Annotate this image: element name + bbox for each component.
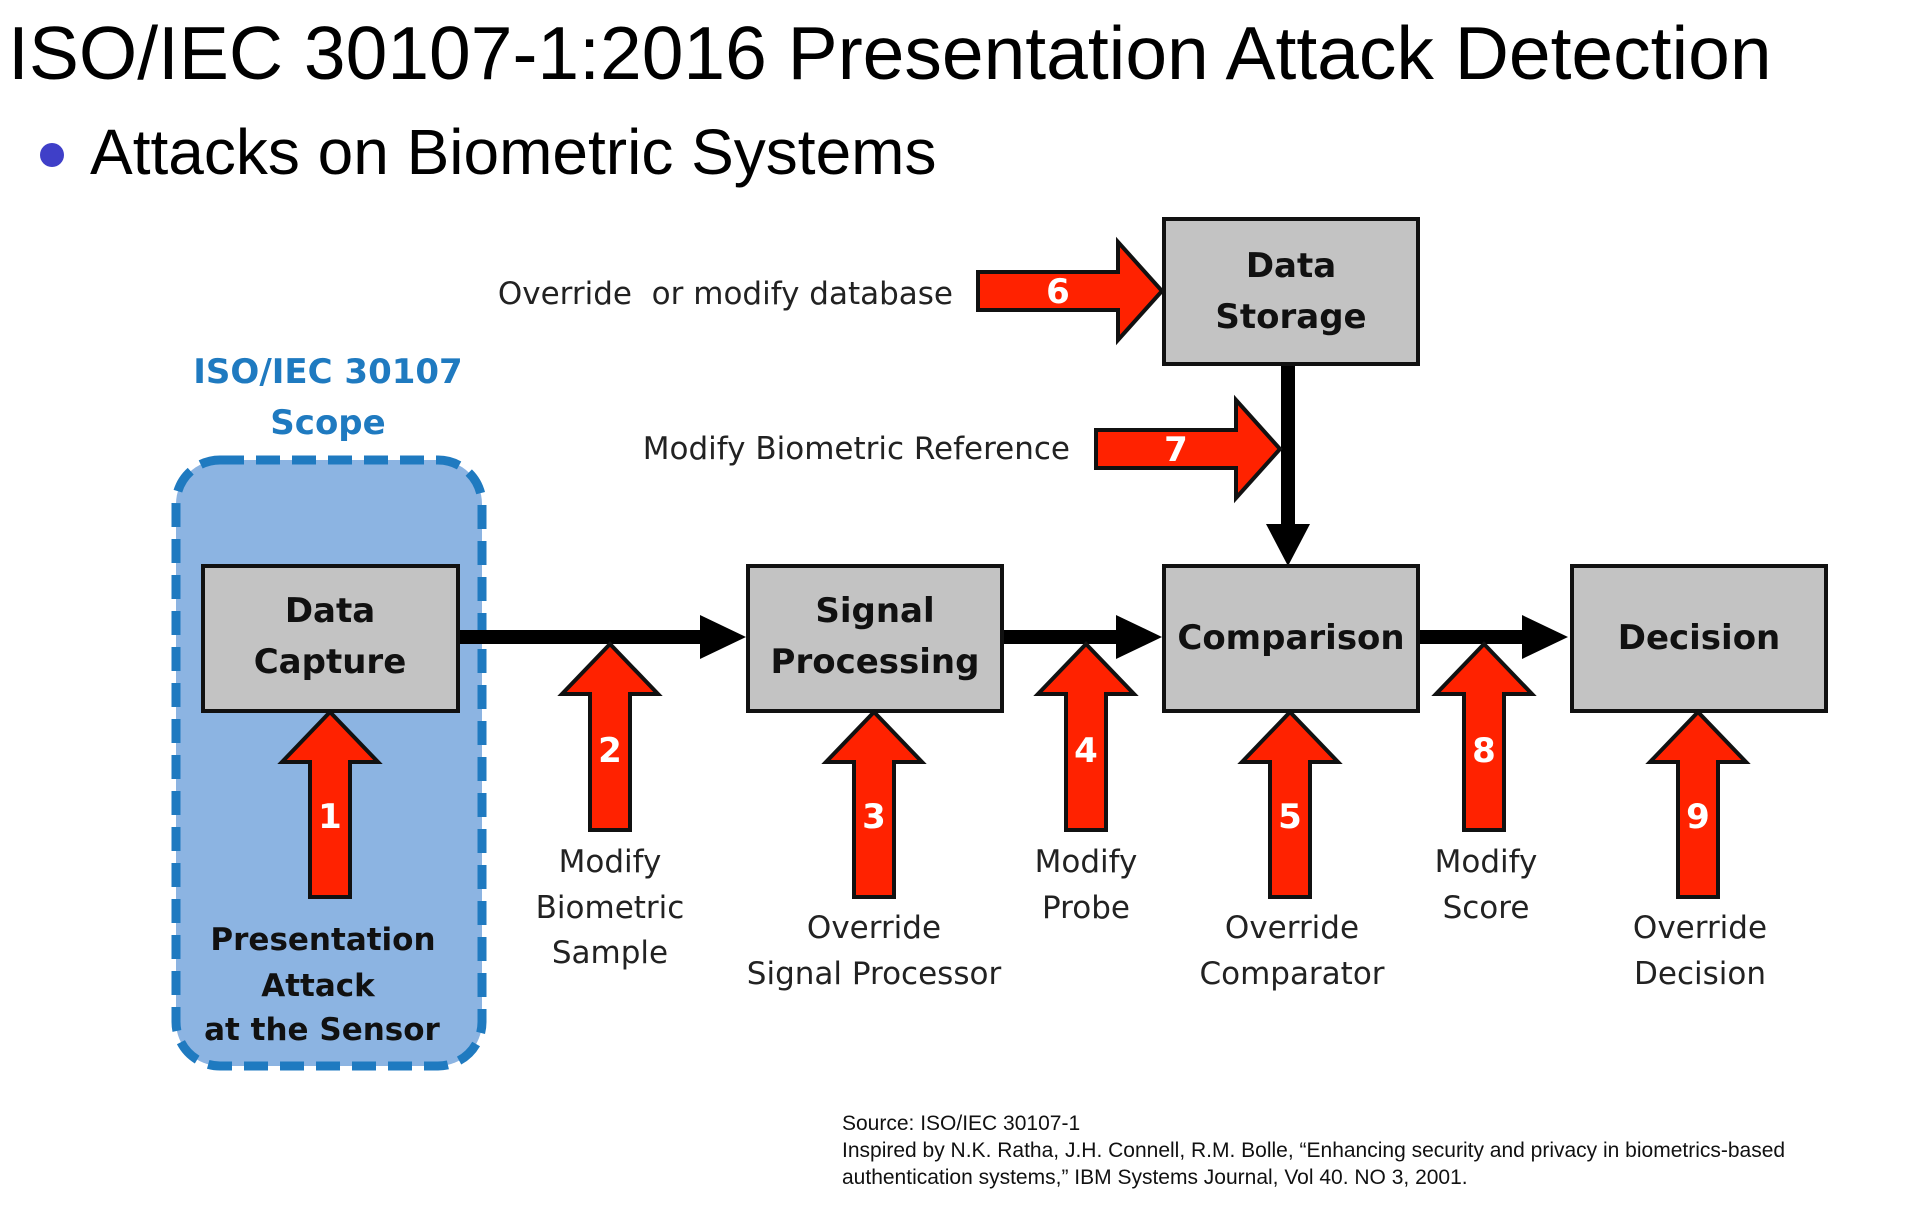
flow-arrows: [458, 364, 1568, 659]
attack-number-3: 3: [862, 797, 886, 837]
attack-arrow-8: 8: [1431, 641, 1537, 832]
attack-label-4-line1: Modify: [1035, 844, 1138, 880]
attack-label-3: Override Signal Processor: [747, 910, 1002, 992]
attack-label-2-line2: Biometric: [536, 890, 685, 926]
attack-number-2: 2: [598, 731, 622, 771]
attack-arrow-6: 6: [976, 236, 1165, 346]
source-citation: Source: ISO/IEC 30107-1 Inspired by N.K.…: [842, 1110, 1785, 1191]
flow-arrowhead-storage: [1266, 524, 1310, 566]
attack-label-3-line1: Override: [807, 910, 941, 946]
bullet-text: Attacks on Biometric Systems: [90, 116, 937, 188]
box-decision: Decision: [1570, 564, 1828, 713]
attack-arrow-3: 3: [821, 709, 927, 899]
page-title: ISO/IEC 30107-1:2016 Presentation Attack…: [8, 11, 1772, 95]
box-decision-label: Decision: [1618, 618, 1781, 658]
attack-label-2-line1: Modify: [559, 844, 662, 880]
attack-arrow-2: 2: [557, 641, 663, 832]
attack-number-8: 8: [1472, 731, 1496, 771]
bullet-item: Attacks on Biometric Systems: [40, 112, 936, 192]
attack-label-6-line1: Override or modify database: [498, 276, 953, 312]
box-signal-processing-line2: Processing: [771, 642, 980, 682]
box-data-storage-line1: Data: [1246, 246, 1336, 286]
box-data-capture-line1: Data: [285, 591, 375, 631]
attack-label-1-line1: Presentation: [210, 922, 435, 958]
box-data-storage: Data Storage: [1162, 217, 1420, 366]
attack-number-4: 4: [1074, 731, 1098, 771]
scope-label-line1: ISO/IEC 30107: [193, 352, 462, 392]
attack-label-9-line2: Decision: [1634, 956, 1766, 992]
attack-label-9: Override Decision: [1633, 910, 1767, 992]
attack-number-9: 9: [1686, 797, 1710, 837]
attack-label-8-line1: Modify: [1435, 844, 1538, 880]
bullet-dot-icon: [40, 143, 64, 167]
attack-label-8: Modify Score: [1435, 844, 1538, 926]
attack-label-2-line3: Sample: [552, 935, 668, 971]
attack-number-7: 7: [1164, 430, 1188, 470]
attack-label-8-line2: Score: [1443, 890, 1530, 926]
attack-label-1-line2: Attack: [261, 968, 376, 1004]
attack-arrow-5: 5: [1237, 709, 1343, 899]
box-signal-processing: Signal Processing: [746, 564, 1004, 713]
attack-label-3-line2: Signal Processor: [747, 956, 1002, 992]
attack-number-1: 1: [318, 797, 342, 837]
box-signal-processing-line1: Signal: [815, 591, 934, 631]
attack-label-6: Override or modify database: [498, 276, 953, 312]
flow-arrowhead-comparison: [1116, 615, 1162, 659]
flow-arrowhead-processing: [700, 615, 746, 659]
box-data-storage-line2: Storage: [1215, 297, 1366, 337]
flow-arrowhead-decision: [1522, 615, 1568, 659]
box-comparison-label: Comparison: [1177, 618, 1404, 658]
attack-arrow-4: 4: [1033, 641, 1139, 832]
attack-label-4: Modify Probe: [1035, 844, 1138, 926]
source-line-3: authentication systems,” IBM Systems Jou…: [842, 1166, 1468, 1189]
box-comparison: Comparison: [1162, 564, 1420, 713]
source-line-1: Source: ISO/IEC 30107-1: [842, 1112, 1081, 1135]
attack-arrow-1: 1: [277, 709, 383, 899]
box-data-capture-line2: Capture: [254, 642, 407, 682]
attack-arrow-7: 7: [1094, 394, 1283, 504]
attack-label-2: Modify Biometric Sample: [536, 844, 685, 971]
box-data-capture: Data Capture: [201, 564, 460, 713]
attack-label-5-line1: Override: [1225, 910, 1359, 946]
attack-label-7-line1: Modify Biometric Reference: [643, 431, 1070, 467]
attack-label-5: Override Comparator: [1199, 910, 1384, 992]
attack-arrow-9: 9: [1645, 709, 1751, 899]
scope-label-line2: Scope: [270, 403, 385, 443]
attack-label-5-line2: Comparator: [1199, 956, 1384, 992]
attack-number-6: 6: [1046, 272, 1070, 312]
attack-label-7: Modify Biometric Reference: [643, 431, 1070, 467]
attack-number-5: 5: [1278, 797, 1302, 837]
attack-label-4-line2: Probe: [1042, 890, 1130, 926]
attack-label-1-line3: at the Sensor: [204, 1012, 440, 1048]
source-line-2: Inspired by N.K. Ratha, J.H. Connell, R.…: [842, 1139, 1786, 1162]
attack-label-9-line1: Override: [1633, 910, 1767, 946]
attack-label-1: Presentation Attack at the Sensor: [204, 922, 440, 1048]
